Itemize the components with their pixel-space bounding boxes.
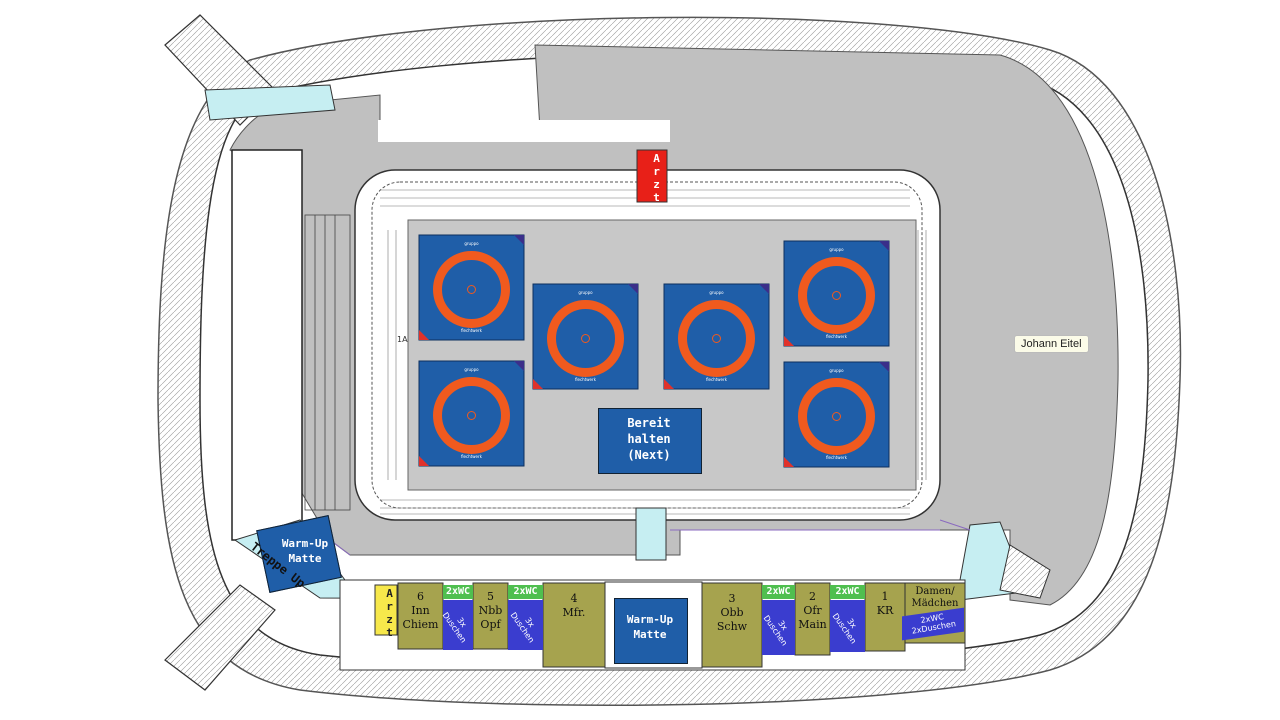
room-6-num: 6 (417, 590, 424, 603)
room-2-num: 2 (809, 590, 816, 603)
mat-brand: flechtwerk (826, 455, 848, 460)
mat-center (832, 412, 841, 421)
wrestling-mats: gruppo flechtwerk gruppo flechtwerk gruppo fl… (418, 234, 890, 468)
mat-center (581, 334, 590, 343)
shower-4-label: 3x Duschen (830, 611, 858, 646)
mat-ring (433, 251, 510, 328)
mat-brand: flechtwerk (826, 334, 848, 339)
wc-badge-1: 2xWC (443, 585, 473, 599)
room-6 (397, 582, 444, 650)
top-white-band (378, 120, 670, 142)
room-2-name: Ofr Main (798, 604, 827, 631)
room-5 (472, 582, 509, 650)
mat-corner-red (533, 379, 543, 389)
bottom-left-tower (164, 584, 276, 691)
mat-corner-red (419, 456, 429, 466)
mat-corner-blue (514, 235, 524, 245)
mat-center (467, 285, 476, 294)
room-1-name: KR (876, 604, 894, 617)
arzt-top-label: Arzt (650, 152, 663, 204)
mat-logo: gruppo (578, 290, 593, 295)
room-4-name: Mfr. (562, 606, 586, 619)
warmup-left-label: Warm-Up Matte (281, 537, 329, 565)
warmup-center-label: Warm-Up Matte (626, 613, 674, 641)
room-3-num: 3 (728, 592, 736, 605)
mat-brand: flechtwerk (575, 377, 597, 382)
drawing-code-label: 1A (397, 335, 408, 344)
damen-label: Damen/ Mädchen (911, 586, 959, 609)
shower-3: 3x Duschen (761, 600, 795, 655)
players-tunnel (635, 507, 667, 561)
mat-corner-blue (879, 362, 889, 372)
mat-logo: gruppo (464, 241, 479, 246)
top-left-tower (164, 14, 336, 126)
mat-ring (547, 300, 624, 377)
mat-ring (433, 377, 510, 454)
wc-badge-3: 2xWC (762, 585, 795, 599)
mat-ring (798, 257, 875, 334)
mat-center (712, 334, 721, 343)
arzt-bottom-label: Arzt (383, 587, 396, 639)
mat-corner-blue (628, 284, 638, 294)
room-1 (864, 582, 906, 652)
shower-3-label: 3x Duschen (761, 613, 789, 647)
wrestling-mat-4: gruppo flechtwerk (783, 240, 890, 347)
left-stand-structure (231, 149, 351, 541)
mat-ring (678, 300, 755, 377)
mat-brand: flechtwerk (461, 328, 483, 333)
wc-badge-4: 2xWC (830, 585, 865, 599)
wrestling-mat-6: gruppo flechtwerk (783, 361, 890, 468)
shower-4: 3x Duschen (830, 600, 865, 652)
bereit-halten-label: Bereit halten (Next) (627, 416, 671, 462)
right-lower-block (999, 544, 1051, 599)
arzt-top-room (636, 149, 668, 203)
room-6-name: Inn Chiem (402, 604, 439, 631)
mat-center (832, 291, 841, 300)
shower-1: 3x Duschen (440, 600, 473, 650)
mat-corner-red (664, 379, 674, 389)
mat-ring (798, 378, 875, 455)
room-1-num: 1 (881, 590, 889, 603)
mat-logo: gruppo (709, 290, 724, 295)
mat-center (467, 411, 476, 420)
wrestling-mat-1: gruppo flechtwerk (418, 234, 525, 341)
room-5-num: 5 (487, 590, 494, 603)
room-3 (701, 582, 763, 668)
mat-corner-blue (759, 284, 769, 294)
warmup-center-box (614, 598, 688, 664)
room-4-num: 4 (570, 592, 578, 605)
author-tag: Johann Eitel (1014, 335, 1089, 353)
shower-2-label: 3x Duschen (508, 610, 536, 645)
mat-corner-red (784, 336, 794, 346)
wc-badge-2: 2xWC (508, 585, 543, 599)
room-3-name: Obb Schw (716, 606, 748, 633)
mat-corner-red (784, 457, 794, 467)
wrestling-mat-5: gruppo flechtwerk (418, 360, 525, 467)
mat-logo: gruppo (829, 368, 844, 373)
shower-2: 3x Duschen (508, 600, 543, 650)
room-4 (542, 582, 606, 668)
mat-brand: flechtwerk (706, 377, 728, 382)
mat-logo: gruppo (464, 367, 479, 372)
mat-corner-blue (879, 241, 889, 251)
room-2 (794, 582, 831, 656)
bereit-halten-box (598, 408, 702, 474)
wrestling-mat-2: gruppo flechtwerk (532, 283, 639, 390)
arzt-bottom-room (374, 584, 398, 636)
wrestling-mat-3: gruppo flechtwerk (663, 283, 770, 390)
mat-logo: gruppo (829, 247, 844, 252)
mat-brand: flechtwerk (461, 454, 483, 459)
mat-corner-blue (514, 361, 524, 371)
mat-corner-red (419, 330, 429, 340)
shower-1-label: 3x Duschen (440, 610, 469, 645)
room-5-name: Nbb Opf (478, 604, 503, 631)
